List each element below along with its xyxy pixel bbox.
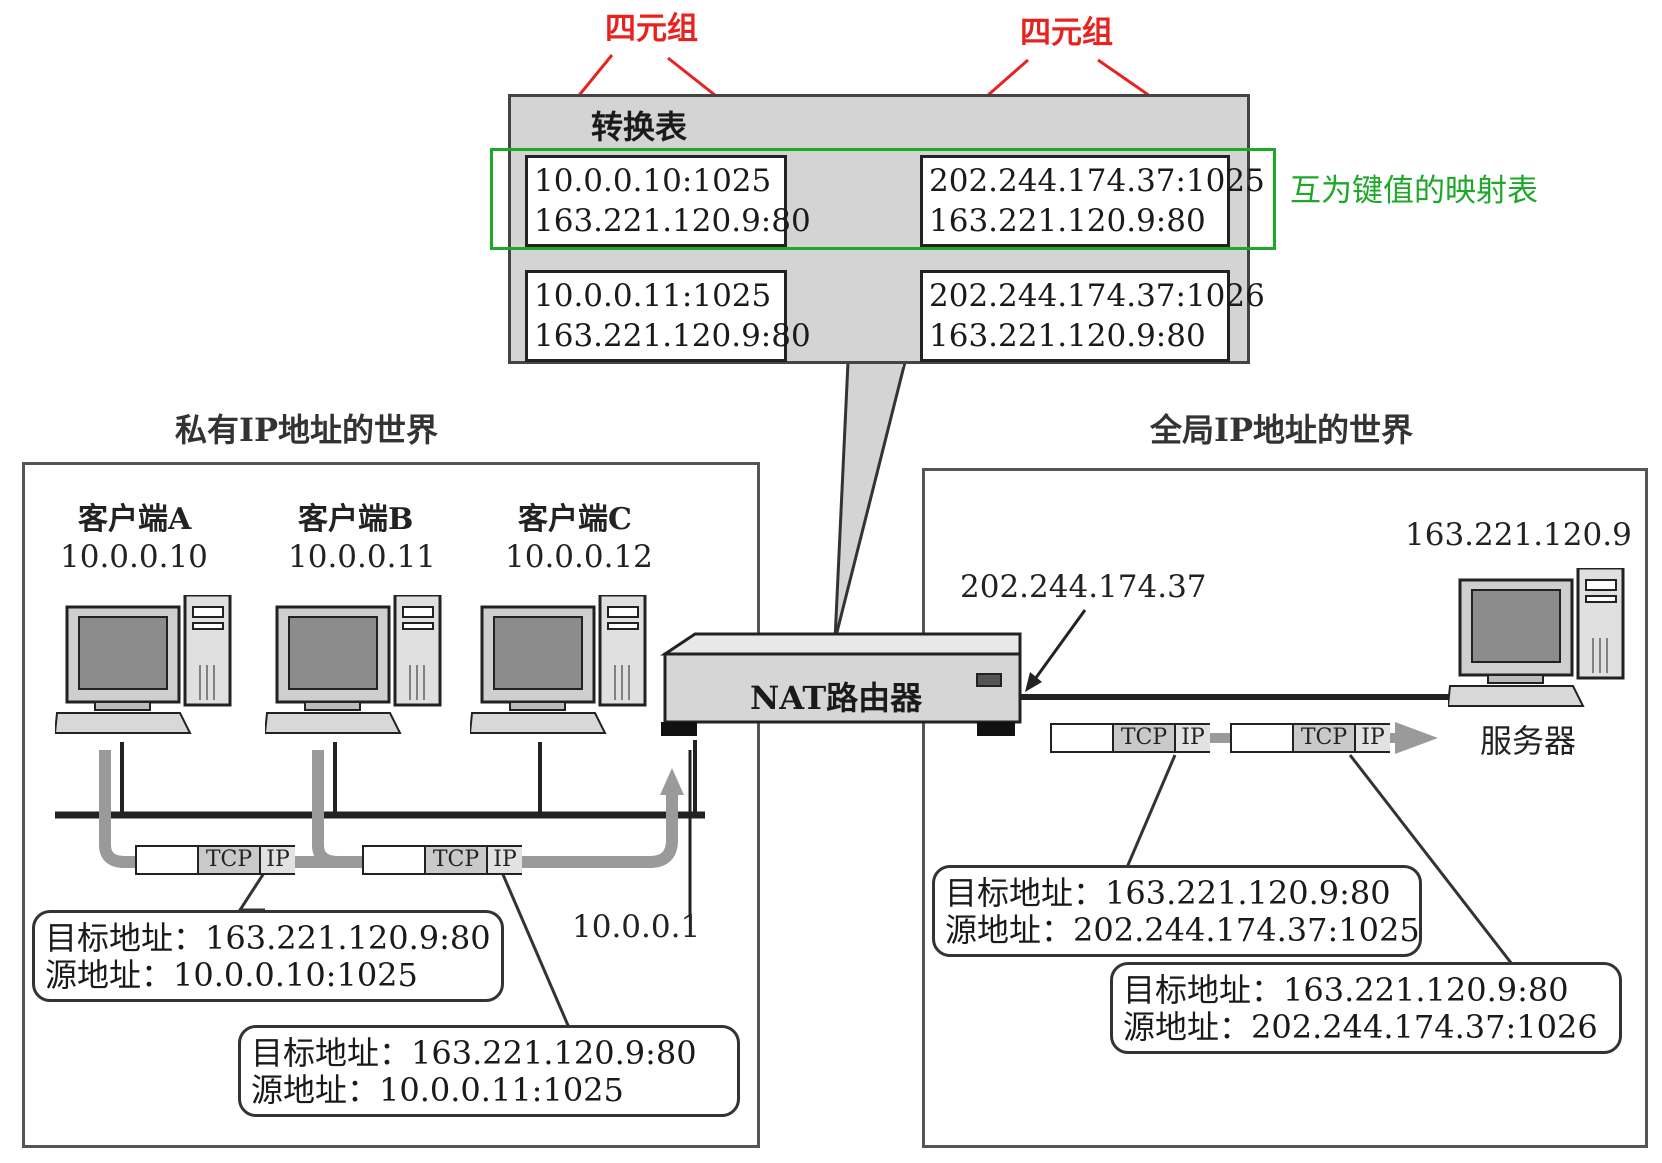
global-world-title: 全局IP地址的世界 bbox=[1150, 411, 1414, 449]
packet-private-2: TCP IP bbox=[362, 845, 522, 875]
server-icon bbox=[1448, 568, 1625, 707]
address-bubble-global-1: 目标地址：163.221.120.9:80 源地址：202.244.174.37… bbox=[932, 865, 1422, 957]
nat-router-label: NAT路由器 bbox=[750, 679, 923, 717]
packet-ip-segment: IP bbox=[1354, 725, 1390, 751]
table-row-1-private: 10.0.0.10:1025 163.221.120.9:80 bbox=[525, 155, 811, 247]
address-bubble-private-1: 目标地址：163.221.120.9:80 源地址：10.0.0.10:1025 bbox=[32, 910, 504, 1002]
global-world-frame bbox=[922, 468, 1648, 1148]
client-c-name: 客户端C bbox=[518, 502, 632, 537]
address-bubble-private-2: 目标地址：163.221.120.9:80 源地址：10.0.0.11:1025 bbox=[238, 1025, 740, 1117]
quad-label-left: 四元组 bbox=[605, 11, 698, 47]
mapping-highlight bbox=[490, 148, 1276, 250]
translation-table-title: 转换表 bbox=[591, 108, 688, 146]
router-global-ip: 202.244.174.37 bbox=[960, 569, 1207, 605]
table-row-1-global: 202.244.174.37:1025 163.221.120.9:80 bbox=[920, 155, 1265, 247]
address-bubble-global-2: 目标地址：163.221.120.9:80 源地址：202.244.174.37… bbox=[1110, 962, 1622, 1054]
packet-private-1: TCP IP bbox=[135, 845, 295, 875]
nat-router-icon bbox=[660, 632, 1022, 736]
packet-tcp-segment: TCP bbox=[1112, 725, 1174, 751]
table-row-2-private: 10.0.0.11:1025 163.221.120.9:80 bbox=[525, 270, 811, 362]
gateway-ip: 10.0.0.1 bbox=[572, 909, 701, 945]
computer-b-icon bbox=[265, 595, 442, 734]
computer-c-icon bbox=[470, 595, 647, 734]
table-row-2-global: 202.244.174.37:1026 163.221.120.9:80 bbox=[920, 270, 1265, 362]
packet-tcp-segment: TCP bbox=[197, 847, 259, 873]
wan-flow-arrow bbox=[1395, 722, 1438, 754]
quad-label-right: 四元组 bbox=[1020, 15, 1113, 51]
private-world-frame bbox=[22, 462, 760, 1148]
server-ip: 163.221.120.9 bbox=[1405, 517, 1632, 553]
packet-global-1: TCP IP bbox=[1050, 723, 1210, 753]
computer-a-icon bbox=[55, 595, 232, 734]
packet-global-2: TCP IP bbox=[1230, 723, 1390, 753]
client-b-ip: 10.0.0.11 bbox=[288, 539, 436, 575]
client-c-ip: 10.0.0.12 bbox=[505, 539, 653, 575]
mapping-note: 互为键值的映射表 bbox=[1290, 173, 1538, 209]
client-a-name: 客户端A bbox=[78, 502, 192, 537]
packet-ip-segment: IP bbox=[1174, 725, 1210, 751]
server-label: 服务器 bbox=[1480, 722, 1577, 760]
packet-tcp-segment: TCP bbox=[1292, 725, 1354, 751]
client-b-name: 客户端B bbox=[298, 502, 414, 537]
packet-tcp-segment: TCP bbox=[424, 847, 486, 873]
packet-ip-segment: IP bbox=[486, 847, 522, 873]
packet-ip-segment: IP bbox=[259, 847, 295, 873]
client-a-ip: 10.0.0.10 bbox=[60, 539, 208, 575]
private-world-title: 私有IP地址的世界 bbox=[175, 411, 439, 449]
table-callout-pointer bbox=[833, 360, 907, 641]
